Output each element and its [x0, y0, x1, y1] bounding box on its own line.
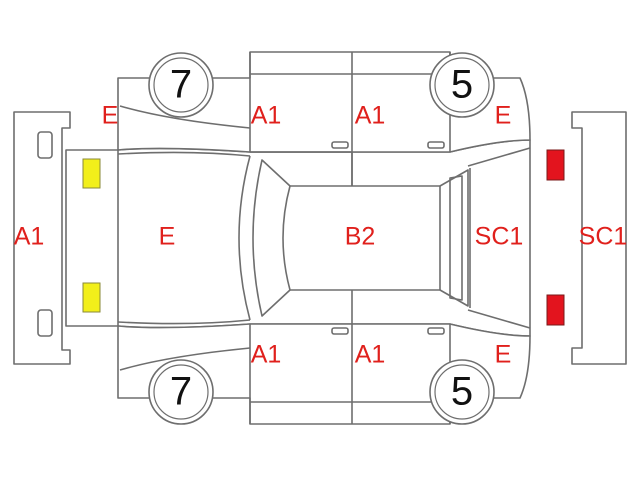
tire-rear-left: 5 — [429, 52, 495, 118]
front-bumper-panel — [13, 111, 71, 365]
label-rear-window: SC1 — [475, 223, 524, 251]
tire-front-left: 7 — [148, 52, 214, 118]
tire-front-right-number: 7 — [170, 370, 192, 414]
rear-left-lamp-marker-icon — [546, 149, 565, 181]
label-hood: E — [159, 223, 176, 251]
label-rear-right-quarter: E — [495, 341, 512, 369]
tire-front-right: 7 — [148, 359, 214, 425]
label-rear-left-door: A1 — [355, 102, 386, 130]
label-front-left-fender: E — [102, 102, 119, 130]
left-side-body — [117, 51, 531, 186]
right-side-body — [117, 290, 531, 425]
label-roof: B2 — [345, 223, 376, 251]
front-left-lamp-marker-icon — [82, 158, 101, 189]
tire-rear-right-number: 5 — [451, 370, 473, 414]
tire-front-left-number: 7 — [170, 63, 192, 107]
front-right-lamp-marker-icon — [82, 282, 101, 313]
car-body-top — [65, 139, 531, 337]
rear-right-lamp-marker-icon — [546, 294, 565, 326]
label-rear-left-quarter: E — [495, 102, 512, 130]
label-front-bumper: A1 — [14, 223, 45, 251]
label-front-right-door: A1 — [251, 341, 282, 369]
tire-rear-right: 5 — [429, 359, 495, 425]
label-rear-bumper: SC1 — [579, 223, 628, 251]
label-rear-right-door: A1 — [355, 341, 386, 369]
tire-rear-left-number: 5 — [451, 63, 473, 107]
rear-bumper-panel — [571, 111, 627, 365]
label-front-left-door: A1 — [251, 102, 282, 130]
